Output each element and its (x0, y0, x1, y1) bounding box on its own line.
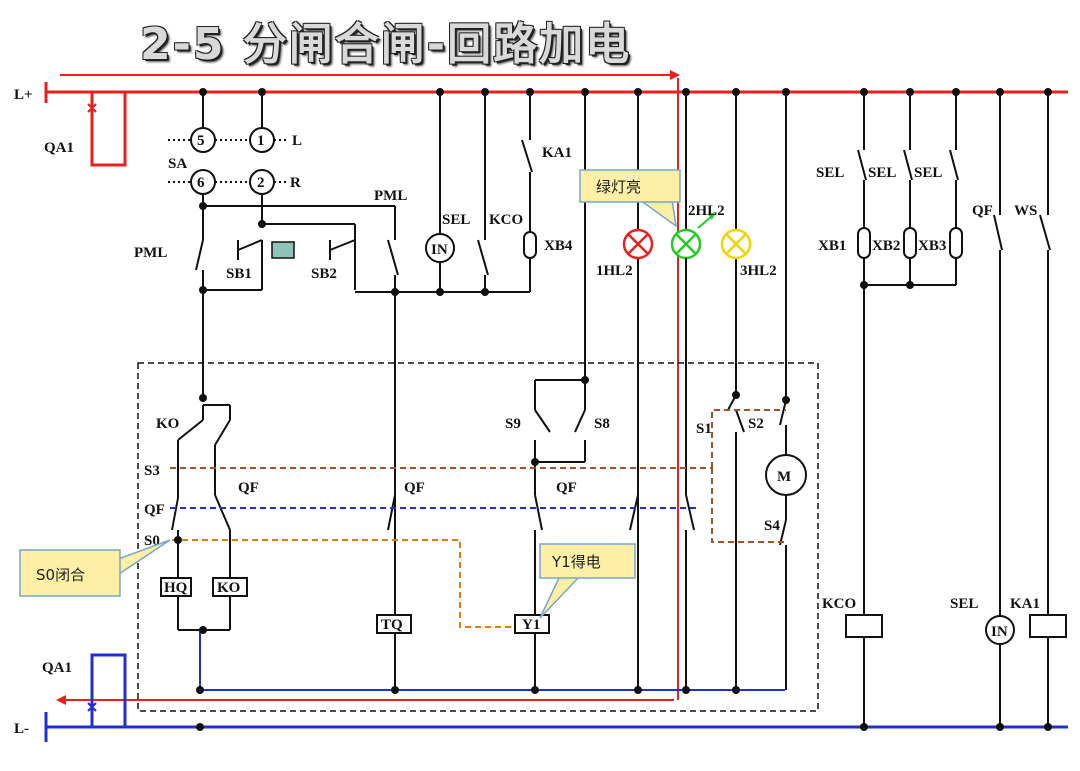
xb2-label: XB2 (872, 238, 900, 254)
sa-contact-6: 6 (197, 175, 205, 191)
y1-label: Y1 (522, 617, 540, 633)
closing-branch (160, 290, 248, 631)
kco-label: KCO (489, 212, 523, 228)
hq-label: HQ (164, 580, 188, 596)
right-section (845, 92, 1067, 727)
xb1-label: XB1 (818, 238, 846, 254)
s8-label: S8 (594, 416, 610, 432)
sel3-label: SEL (914, 165, 942, 181)
mechanism-box (137, 362, 819, 712)
qf-right-label: QF (972, 203, 993, 219)
s9-label: S9 (505, 416, 521, 432)
in2-label: IN (991, 624, 1008, 640)
lamp-2hl2-label: 2HL2 (688, 203, 725, 219)
y1-branch (514, 379, 586, 690)
sb2-label: SB2 (311, 266, 337, 282)
lamp-contacts (629, 258, 695, 690)
ko-label: KO (156, 416, 179, 432)
s2-label: S2 (748, 416, 764, 432)
pml-right-label: PML (374, 188, 407, 204)
motor-label: M (777, 469, 791, 485)
s1-label: S1 (696, 421, 712, 437)
mechanical-linkages (170, 409, 786, 628)
page-title: 2-5 分闸合闸-回路加电 (140, 19, 632, 70)
qf-left-label: QF (144, 502, 165, 518)
tq-label: TQ (381, 617, 403, 633)
ko-box-label: KO (217, 580, 240, 596)
junction-dots (174, 88, 1052, 731)
qf-a-label: QF (238, 480, 259, 496)
s4-label: S4 (764, 518, 780, 534)
callout-green-light-text: 绿灯亮 (596, 178, 641, 196)
qa1-bottom-label: QA1 (42, 660, 72, 676)
sel2-label: SEL (868, 165, 896, 181)
lamp-1hl2 (622, 228, 654, 260)
ka1-label: KA1 (542, 145, 572, 161)
trip-branch (376, 494, 412, 634)
callout-s0-closed: S0闭合 (19, 539, 171, 597)
label-L: L (292, 133, 302, 149)
sb1-label: SB1 (226, 266, 252, 282)
sa-contact-1: 1 (257, 133, 265, 149)
in-label: IN (431, 242, 448, 258)
callout-green-light: 绿灯亮 (579, 169, 681, 228)
positive-rail-label: L+ (14, 87, 33, 103)
ws-label: WS (1014, 203, 1037, 219)
qf-y-label: QF (556, 480, 577, 496)
control-switch-sa (168, 92, 395, 240)
ka1-coil-label: KA1 (1010, 596, 1040, 612)
pml-left-label: PML (134, 245, 167, 261)
sel1-label: SEL (816, 165, 844, 181)
sel-in-label: SEL (950, 596, 978, 612)
lamp-3hl2 (720, 228, 752, 260)
s3-label: S3 (144, 463, 160, 479)
lamp-1hl2-label: 1HL2 (596, 263, 633, 279)
lamp-3hl2-label: 3HL2 (740, 263, 777, 279)
sa-label: SA (168, 156, 187, 172)
xb4-label: XB4 (544, 238, 573, 254)
kco-coil-label: KCO (822, 596, 856, 612)
negative-rail-label: L- (14, 721, 29, 737)
sa-contact-5: 5 (197, 133, 205, 149)
sa-contact-2: 2 (257, 175, 265, 191)
qf-mid-label: QF (404, 480, 425, 496)
label-R: R (290, 175, 301, 191)
callout-s0-text: S0闭合 (36, 566, 85, 584)
xb3-label: XB3 (918, 238, 946, 254)
callout-y1-energized: Y1得电 (539, 543, 636, 619)
callout-y1-text: Y1得电 (551, 553, 601, 571)
sel-label: SEL (442, 212, 470, 228)
qa1-top-label: QA1 (44, 140, 74, 156)
